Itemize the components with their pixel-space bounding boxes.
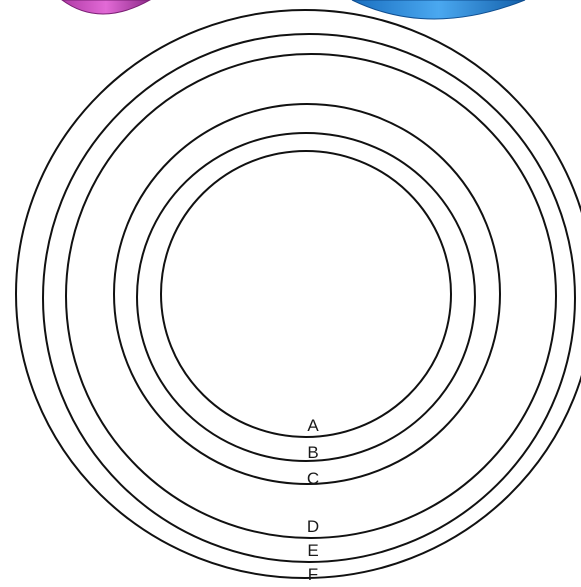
label-b: B — [307, 443, 318, 462]
label-d: D — [307, 517, 319, 536]
ring-a — [161, 151, 451, 437]
label-f: F — [308, 565, 318, 584]
magenta-object — [62, 0, 150, 14]
ring-b — [137, 133, 475, 461]
ring-d — [66, 54, 556, 538]
label-c: C — [307, 469, 319, 488]
ring-f — [16, 10, 581, 578]
blue-object — [352, 0, 525, 19]
label-a: A — [307, 416, 319, 435]
label-e: E — [307, 541, 318, 560]
